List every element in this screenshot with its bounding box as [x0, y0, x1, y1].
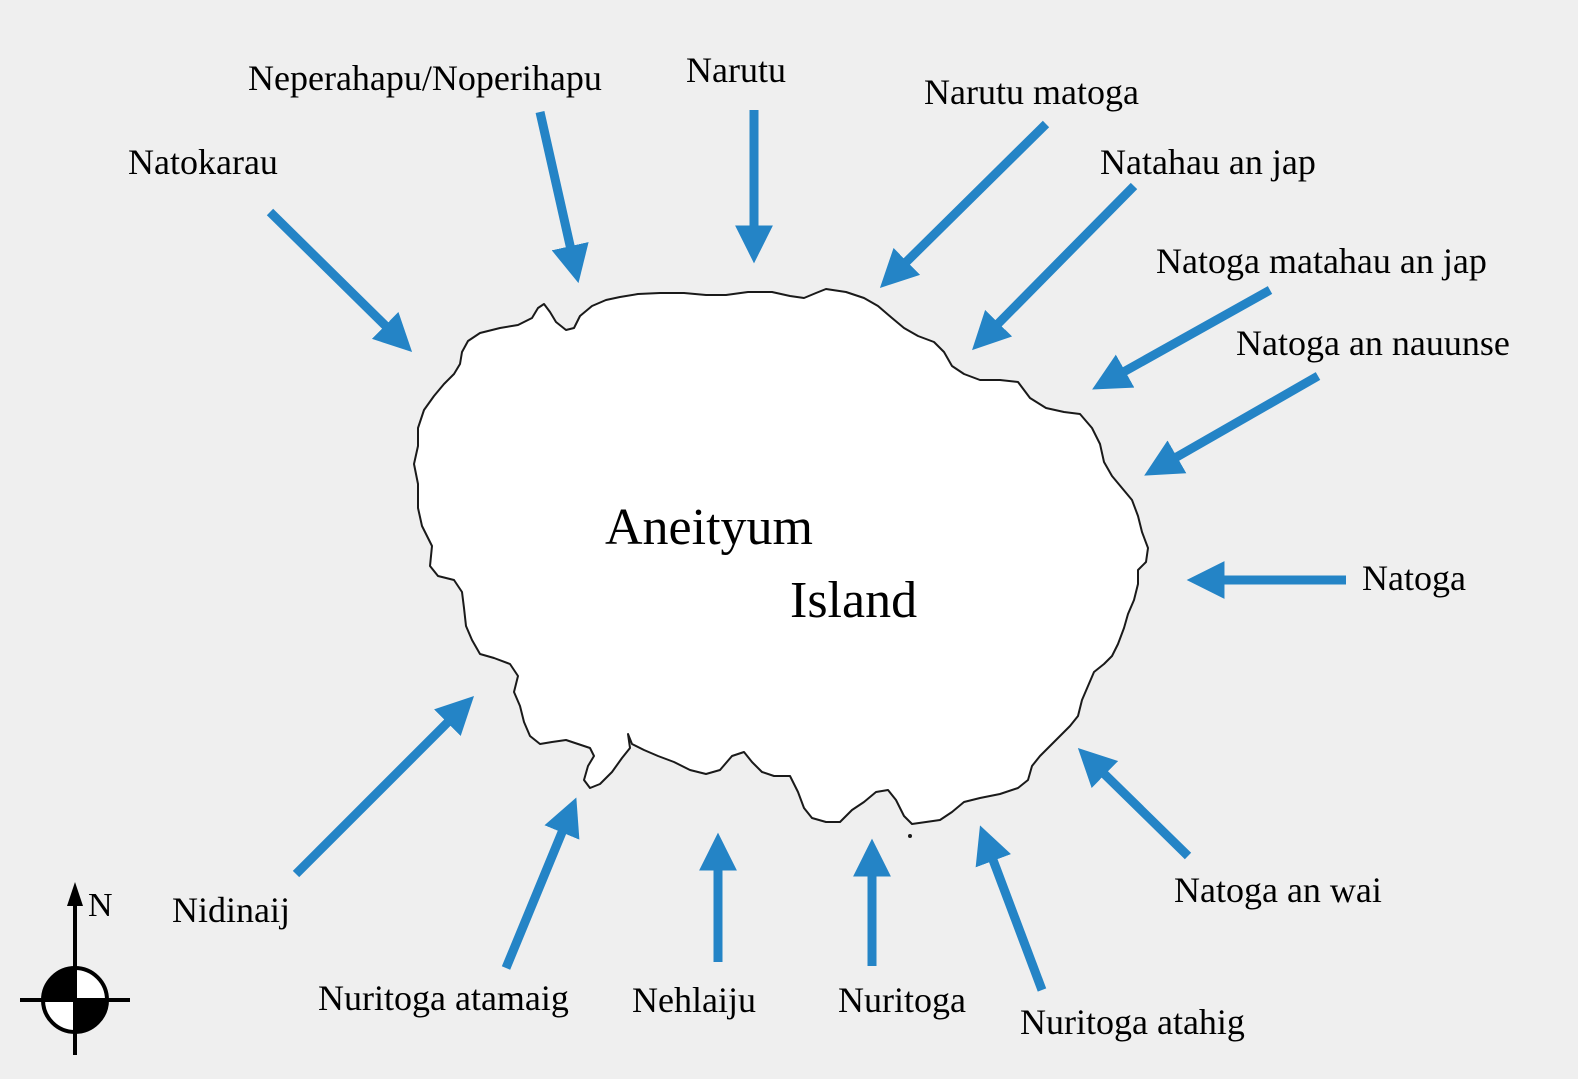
wind-label-natahau-an-jap: Natahau an jap: [1100, 142, 1316, 182]
wind-arrow-nuritoga-atamaig: [501, 797, 580, 970]
compass-north-label: N: [88, 887, 113, 924]
wind-label-nehlaiju: Nehlaiju: [632, 980, 756, 1020]
wind-arrow-neperahapu: [535, 111, 589, 284]
compass-quadrant-nw: [43, 968, 75, 1000]
north-compass: N: [20, 882, 130, 1055]
island-outline: [413, 288, 1149, 825]
islet: [908, 834, 912, 838]
wind-label-natoga-an-nauunse: Natoga an nauunse: [1236, 323, 1510, 363]
wind-label-natoga-matahau-an-jap: Natoga matahau an jap: [1156, 241, 1487, 281]
wind-arrow-natoga-matahau-an-jap: [1092, 286, 1273, 390]
wind-label-narutu-matoga: Narutu matoga: [924, 72, 1139, 112]
wind-label-narutu: Narutu: [686, 50, 786, 90]
wind-arrow-nidinaij: [292, 695, 475, 878]
wind-arrow-natahau-an-jap: [972, 182, 1138, 351]
wind-label-nidinaij: Nidinaij: [172, 890, 290, 930]
wind-label-nuritoga: Nuritoga: [838, 980, 966, 1020]
island-name-line1: Aneityum: [605, 499, 813, 556]
wind-arrows: [266, 110, 1346, 992]
wind-arrow-natoga-an-nauunse: [1144, 372, 1321, 476]
wind-label-nuritoga-atamaig: Nuritoga atamaig: [318, 978, 569, 1018]
wind-label-natoga-an-wai: Natoga an wai: [1174, 870, 1382, 910]
wind-arrow-nuritoga-atahig: [975, 825, 1047, 992]
wind-arrow-narutu-matoga: [879, 120, 1050, 288]
wind-arrow-natokarau: [266, 208, 413, 352]
compass-quadrant-se: [75, 1000, 107, 1032]
wind-label-natokarau: Natokarau: [128, 142, 278, 182]
wind-label-nuritoga-atahig: Nuritoga atahig: [1020, 1002, 1245, 1042]
wind-arrow-natoga-an-wai: [1077, 748, 1192, 860]
wind-label-natoga: Natoga: [1362, 558, 1466, 598]
island-name-line2: Island: [790, 572, 917, 629]
wind-labels: Natokarau Neperahapu/Noperihapu Narutu N…: [128, 50, 1510, 1042]
north-arrowhead-icon: [67, 882, 83, 906]
wind-label-neperahapu: Neperahapu/Noperihapu: [248, 58, 602, 98]
